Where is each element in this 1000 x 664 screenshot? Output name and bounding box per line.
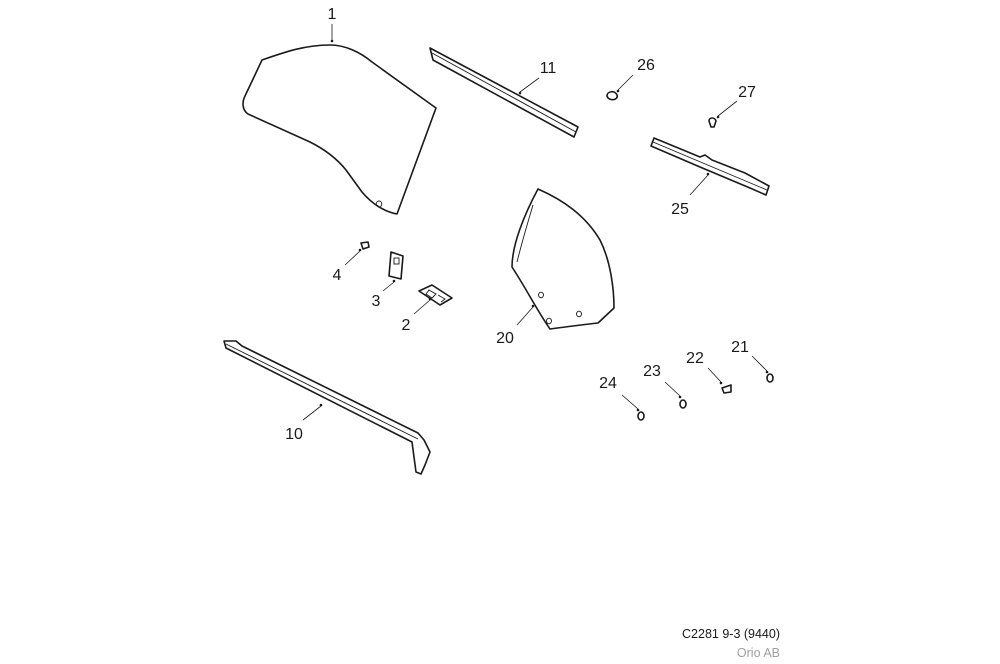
part-2-pad [418,284,453,306]
callout-20: 20 [496,304,535,347]
callout-label-20: 20 [496,330,514,347]
callout-25: 25 [671,172,710,218]
part-20-quarter-glass [511,188,615,330]
part-4-fastener [360,241,370,250]
callout-label-3: 3 [372,293,381,310]
part-3-bracket [388,251,404,280]
callout-label-2: 2 [402,317,411,334]
part-27-clip [708,117,717,128]
part-1-window-glass [242,44,437,215]
callout-3: 3 [372,279,396,310]
callout-10: 10 [285,403,323,443]
callout-label-23: 23 [643,363,661,380]
callout-label-27: 27 [738,84,756,101]
callout-label-1: 1 [328,6,337,23]
callout-label-26: 26 [637,57,655,74]
callout-22: 22 [686,350,723,385]
callout-26: 26 [616,57,655,93]
part-11-sealing-strip [429,47,579,138]
callout-1: 1 [328,6,337,43]
callout-2: 2 [402,297,432,334]
part-22-clip [721,384,732,394]
callout-11: 11 [518,60,557,95]
callout-label-11: 11 [540,60,557,77]
callout-label-22: 22 [686,350,704,367]
part-10-lower-seal [223,340,431,475]
drawing-owner: Orio AB [736,646,780,660]
part-24-grommet [637,411,645,421]
callout-24: 24 [599,375,640,412]
part-21-grommet [766,373,774,383]
part-23-grommet [679,399,687,409]
callout-23: 23 [643,363,682,399]
drawing-code: C2281 9-3 (9440) [682,627,780,641]
callout-label-24: 24 [599,375,617,392]
callout-label-25: 25 [671,201,689,218]
callout-label-4: 4 [333,267,342,284]
part-26-grommet [606,90,619,101]
callout-label-10: 10 [285,426,303,443]
callout-27: 27 [716,84,756,119]
part-25-guide-rail [650,137,770,196]
callout-4: 4 [333,248,362,284]
callout-label-21: 21 [731,339,749,356]
callout-21: 21 [731,339,769,374]
